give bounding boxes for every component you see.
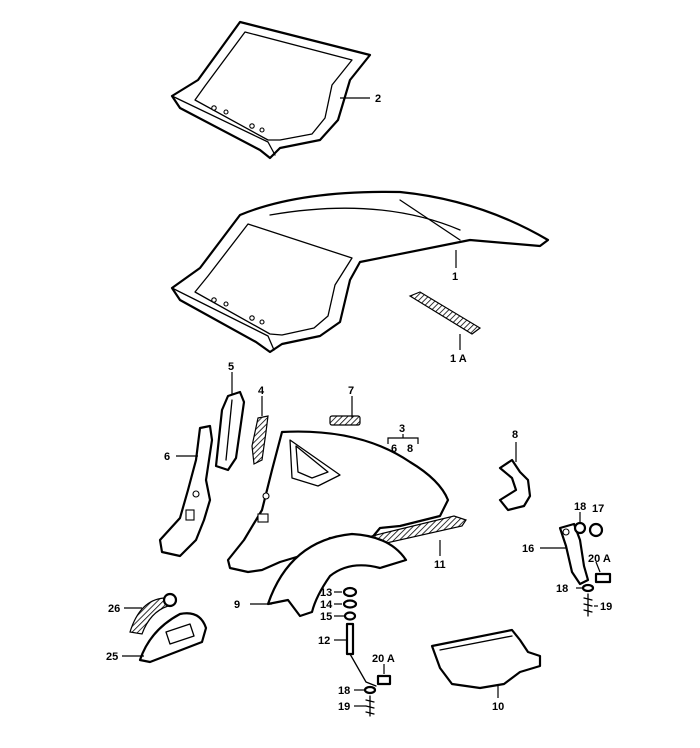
- callout-18-lower: 18: [338, 685, 350, 697]
- callout-1: 1: [452, 271, 458, 283]
- callout-6: 6: [164, 451, 170, 463]
- callout-20a-right: 20 A: [588, 553, 611, 565]
- callout-2: 2: [375, 93, 381, 105]
- part-2-roof-frame: [170, 20, 372, 160]
- callout-19-right: 19: [600, 601, 612, 613]
- leader-lines: [122, 97, 601, 707]
- callout-12: 12: [318, 635, 330, 647]
- callout-10: 10: [492, 701, 504, 713]
- callout-8: 8: [512, 429, 518, 441]
- callout-13: 13: [320, 587, 332, 599]
- part-4-pillar-trim: [251, 415, 269, 465]
- part-1-roof-panel: [170, 190, 550, 354]
- callout-17: 17: [592, 503, 604, 515]
- callout-26: 26: [108, 603, 120, 615]
- callout-1a: 1 A: [450, 353, 467, 365]
- part-3-quarter-panel: [226, 430, 450, 574]
- callout-3: 3: [399, 423, 405, 435]
- part-6-inner-panel: [158, 424, 214, 558]
- callout-18-upper: 18: [574, 501, 586, 513]
- callout-16: 16: [522, 543, 534, 555]
- callout-18-right: 18: [556, 583, 568, 595]
- callout-25: 25: [106, 651, 118, 663]
- callout-labels: 2 1 1 A 5 4 7 3 6 8 8 6 18 17 16 20 A 18…: [106, 93, 612, 713]
- callout-7: 7: [348, 385, 354, 397]
- callout-14: 14: [320, 599, 333, 611]
- part-8-bracket: [498, 458, 532, 512]
- part-7-trim: [329, 415, 361, 426]
- callout-4: 4: [258, 385, 265, 397]
- part-16-strap: [558, 522, 590, 586]
- part-10-rear-lower-panel: [430, 628, 542, 690]
- callout-3-sub-6: 6: [391, 443, 397, 455]
- callout-15: 15: [320, 611, 332, 623]
- callout-20a-lower: 20 A: [372, 653, 395, 665]
- hardware-lower: [342, 586, 392, 717]
- callout-3-sub-8: 8: [407, 443, 413, 455]
- part-1a-seal-strip: [408, 291, 482, 335]
- hardware-right: [573, 521, 612, 617]
- callout-5: 5: [228, 361, 234, 373]
- callout-9: 9: [234, 599, 240, 611]
- part-9-wheel-arch: [266, 532, 408, 618]
- part-5-pillar: [214, 390, 246, 472]
- part-25-26-splash-guard: [129, 592, 208, 664]
- callout-19-lower: 19: [338, 701, 350, 713]
- callout-11: 11: [434, 559, 446, 571]
